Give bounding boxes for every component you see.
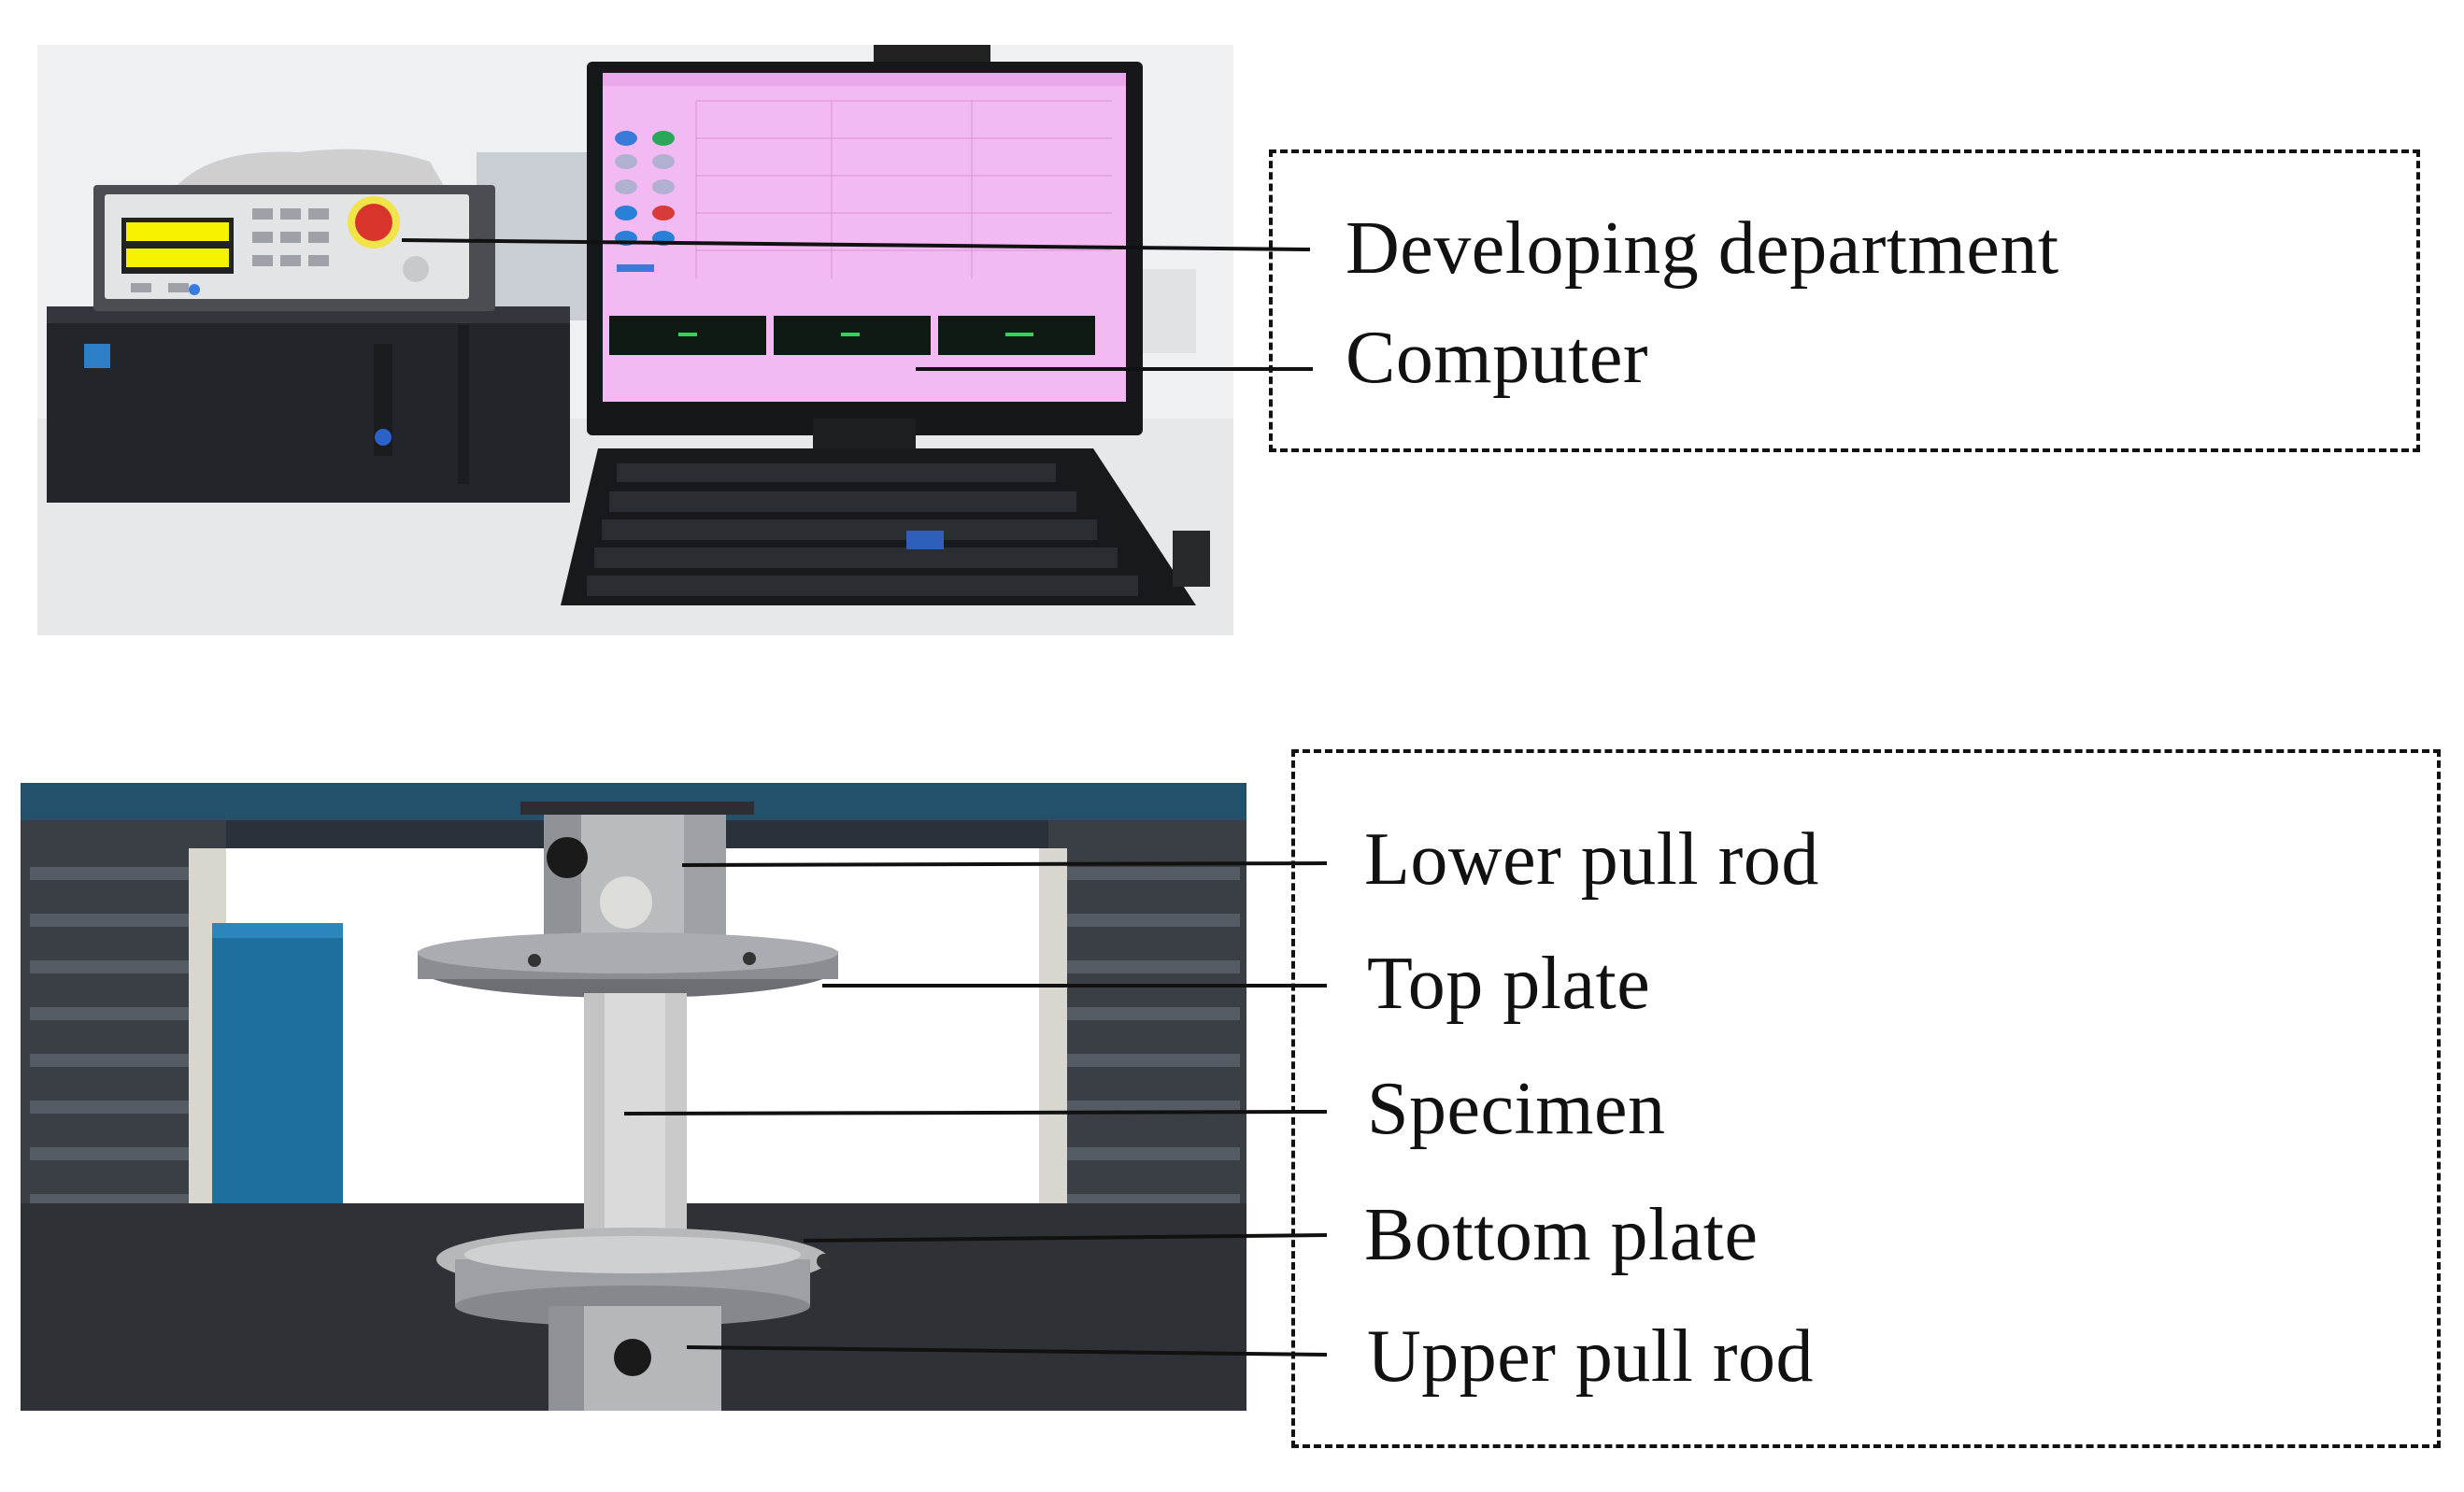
label-upper-pull-rod: Upper pull rod bbox=[1367, 1315, 1815, 1398]
specimen-shape bbox=[584, 993, 687, 1269]
label-computer: Computer bbox=[1346, 317, 1648, 399]
lower-cylinder bbox=[548, 1306, 721, 1411]
label-developing-department: Developing department bbox=[1346, 207, 2059, 290]
top-label-box bbox=[1269, 149, 2420, 452]
top-plate-shape bbox=[418, 932, 838, 998]
leader-developing-department bbox=[401, 238, 1311, 251]
test-machine-illustration bbox=[21, 783, 1246, 1411]
keyboard bbox=[561, 448, 1196, 605]
leader-lower-pull-rod bbox=[681, 861, 1328, 867]
label-lower-pull-rod: Lower pull rod bbox=[1364, 818, 1819, 901]
pc-tower bbox=[47, 306, 570, 503]
bottom-label-box bbox=[1291, 749, 2441, 1448]
label-specimen: Specimen bbox=[1367, 1068, 1666, 1150]
test-machine-photo bbox=[21, 783, 1246, 1411]
leader-specimen bbox=[623, 1110, 1328, 1115]
label-top-plate: Top plate bbox=[1367, 943, 1651, 1025]
leader-bottom-plate bbox=[803, 1233, 1328, 1243]
monitor bbox=[587, 45, 1143, 475]
label-bottom-plate: Bottom plate bbox=[1364, 1194, 1759, 1276]
leader-upper-pull-rod bbox=[686, 1345, 1328, 1357]
controller-unit bbox=[93, 185, 495, 311]
